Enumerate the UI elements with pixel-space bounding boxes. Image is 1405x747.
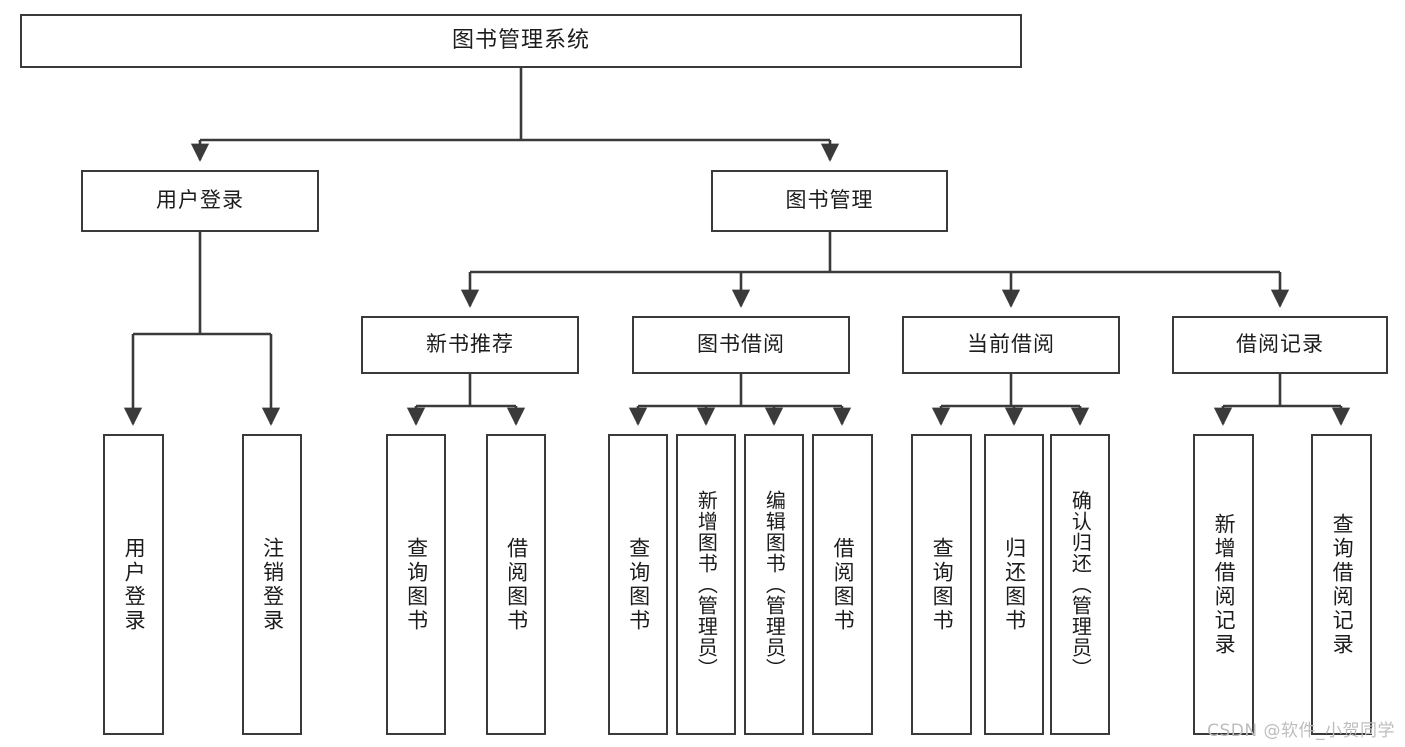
- node-borrow-record-label: 借阅记录: [1236, 332, 1324, 357]
- leaf-query-book-current-label: 查询图书: [930, 536, 955, 633]
- leaf-confirm-return-admin[interactable]: 确认归还（管理员）: [1050, 434, 1110, 735]
- leaf-confirm-return-admin-label: 确认归还（管理员）: [1068, 490, 1093, 679]
- leaf-borrow-book-new[interactable]: 借阅图书: [486, 434, 546, 735]
- leaf-query-borrow-record-label: 查询借阅记录: [1330, 512, 1355, 657]
- leaf-query-book-new-label: 查询图书: [404, 536, 429, 633]
- leaf-user-login[interactable]: 用户登录: [103, 434, 164, 735]
- node-book-borrow[interactable]: 图书借阅: [632, 316, 850, 374]
- leaf-borrow-book-new-label: 借阅图书: [504, 536, 529, 633]
- node-root[interactable]: 图书管理系统: [20, 14, 1022, 68]
- leaf-user-login-label: 用户登录: [122, 536, 147, 633]
- node-user-login[interactable]: 用户登录: [81, 170, 319, 232]
- leaf-return-book[interactable]: 归还图书: [984, 434, 1044, 735]
- leaf-add-book-admin-label: 新增图书（管理员）: [694, 490, 719, 679]
- leaf-add-borrow-record-label: 新增借阅记录: [1212, 512, 1237, 657]
- node-user-login-label: 用户登录: [156, 188, 244, 213]
- leaf-borrow-book-label: 借阅图书: [831, 536, 856, 633]
- leaf-query-borrow-record[interactable]: 查询借阅记录: [1311, 434, 1372, 735]
- leaf-return-book-label: 归还图书: [1002, 536, 1027, 633]
- node-book-management[interactable]: 图书管理: [711, 170, 948, 232]
- leaf-add-borrow-record[interactable]: 新增借阅记录: [1193, 434, 1254, 735]
- node-book-management-label: 图书管理: [785, 188, 874, 213]
- node-borrow-record[interactable]: 借阅记录: [1172, 316, 1388, 374]
- leaf-query-book-new[interactable]: 查询图书: [386, 434, 446, 735]
- leaf-logout[interactable]: 注销登录: [242, 434, 302, 735]
- node-current-borrow-label: 当前借阅: [967, 332, 1055, 357]
- leaf-query-book-borrow[interactable]: 查询图书: [608, 434, 668, 735]
- node-current-borrow[interactable]: 当前借阅: [902, 316, 1120, 374]
- node-new-book-recommend-label: 新书推荐: [426, 332, 514, 357]
- leaf-borrow-book[interactable]: 借阅图书: [812, 434, 873, 735]
- leaf-edit-book-admin[interactable]: 编辑图书（管理员）: [744, 434, 804, 735]
- watermark: CSDN @软件_小贺同学: [1207, 721, 1395, 741]
- leaf-add-book-admin[interactable]: 新增图书（管理员）: [676, 434, 736, 735]
- leaf-query-book-borrow-label: 查询图书: [626, 536, 651, 633]
- node-new-book-recommend[interactable]: 新书推荐: [361, 316, 579, 374]
- node-root-label: 图书管理系统: [451, 27, 590, 53]
- node-book-borrow-label: 图书借阅: [697, 332, 785, 357]
- leaf-query-book-current[interactable]: 查询图书: [911, 434, 972, 735]
- leaf-logout-label: 注销登录: [260, 536, 285, 633]
- leaf-edit-book-admin-label: 编辑图书（管理员）: [762, 490, 787, 679]
